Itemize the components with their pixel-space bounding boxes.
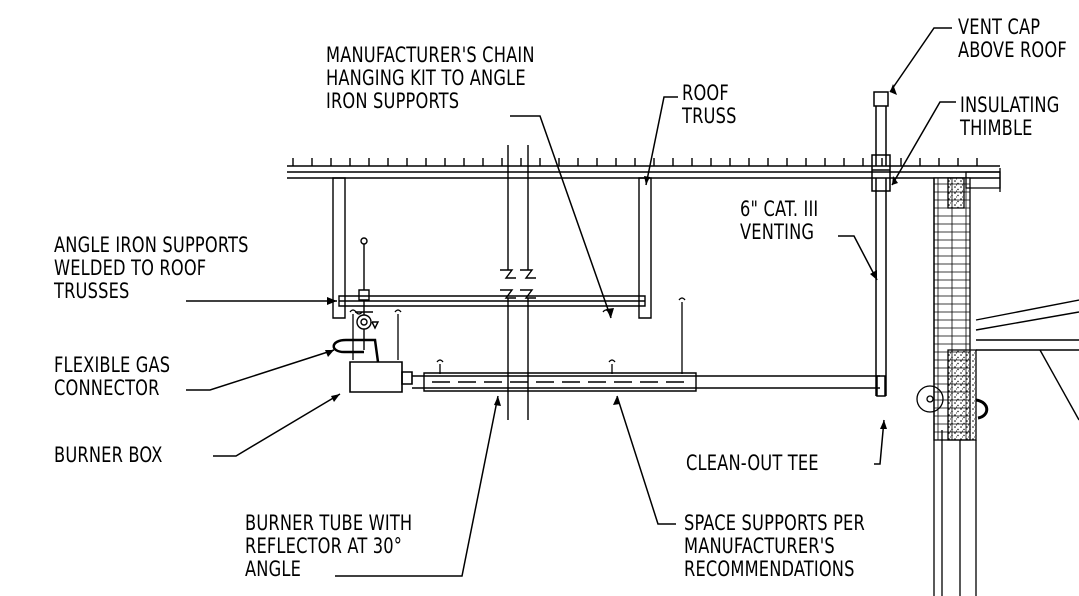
leader-space-supports [617,396,676,524]
leader-cat-iii [838,236,877,280]
leader-burner-box [213,394,340,456]
leader-roof-truss [646,97,678,185]
roof-deck [287,158,1000,178]
leader-insulating-thimble [892,102,956,185]
angle-iron-support [339,296,645,306]
label-roof-truss: ROOF TRUSS [682,81,737,128]
chain-hangers [350,298,685,374]
leader-vent-cap [890,28,952,92]
exterior-wall [917,168,1000,596]
vent-pipe [872,92,890,396]
roof-fastener-ticks [293,158,977,166]
leader-clean-out [874,420,884,464]
burner-tube [412,373,880,391]
label-space-supports: SPACE SUPPORTS PER MANUFACTURER'S RECOMM… [684,511,865,581]
label-chain-kit: MANUFACTURER'S CHAIN HANGING KIT TO ANGL… [326,43,535,113]
flexible-gas-connector [334,340,378,362]
label-angle-iron: ANGLE IRON SUPPORTS WELDED TO ROOF TRUSS… [54,233,249,303]
label-insulating-thimble: INSULATING THIMBLE [960,93,1060,140]
leader-chain-kit [510,116,611,318]
label-burner-box: BURNER BOX [54,443,163,467]
burner-box [350,362,412,392]
leader-burner-tube [335,396,498,576]
right-truss-framing [976,300,1079,420]
gas-valve-assembly [355,238,378,350]
label-clean-out-tee: CLEAN-OUT TEE [686,451,819,475]
break-column [500,145,536,420]
leader-lines [186,28,956,576]
leader-arrowheads [325,84,898,429]
label-burner-tube: BURNER TUBE WITH REFLECTOR AT 30° ANGLE [245,511,413,581]
label-flexible-gas-connector: FLEXIBLE GAS CONNECTOR [54,353,171,400]
leader-flex-gas [186,350,334,390]
label-vent-cap: VENT CAP ABOVE ROOF [958,15,1067,62]
label-cat-iii-venting: 6" CAT. III VENTING [740,197,819,244]
